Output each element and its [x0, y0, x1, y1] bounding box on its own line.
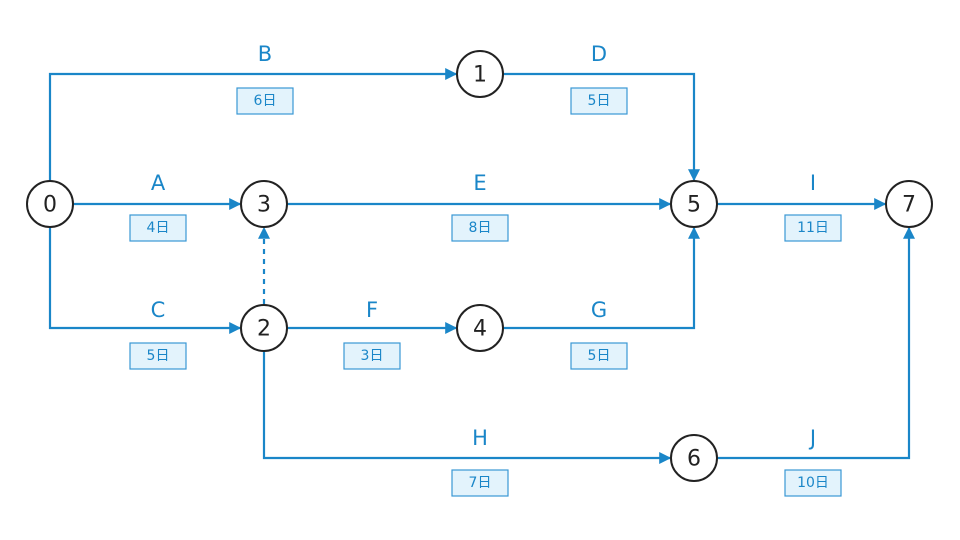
activity-label-C: C	[151, 298, 166, 322]
duration-label-C: 5日	[147, 348, 170, 364]
activity-label-G: G	[591, 298, 607, 322]
node-3: 3	[240, 180, 288, 228]
activity-label-H: H	[472, 426, 488, 450]
duration-box-C	[129, 342, 187, 370]
activity-label-A: A	[151, 171, 166, 195]
node-6-label: 6	[687, 447, 701, 472]
edge-C	[48, 227, 242, 334]
duration-box-G	[570, 342, 628, 370]
node-5-circle	[670, 180, 718, 228]
activity-label-E: E	[473, 171, 486, 195]
node-1: 1	[456, 50, 504, 98]
duration-label-J: 10日	[797, 475, 829, 491]
activity-label-J: J	[808, 426, 816, 450]
duration-label-G: 5日	[588, 348, 611, 364]
node-1-label: 1	[473, 63, 487, 88]
node-4-label: 4	[473, 317, 487, 342]
edge-G	[503, 226, 700, 330]
duration-box-A	[129, 214, 187, 242]
node-0-circle	[26, 180, 74, 228]
activity-label-D: D	[591, 42, 607, 66]
duration-label-B: 6日	[254, 93, 277, 109]
edge-D	[503, 72, 700, 182]
node-7-circle	[885, 180, 933, 228]
duration-label-F: 3日	[361, 348, 384, 364]
activity-label-F: F	[366, 298, 378, 322]
duration-box-H	[451, 469, 509, 497]
duration-box-I	[784, 214, 842, 242]
duration-label-H: 7日	[469, 475, 492, 491]
duration-box-B	[236, 87, 294, 115]
edge-B	[48, 68, 458, 181]
duration-label-I: 11日	[797, 220, 829, 236]
node-0-label: 0	[43, 193, 57, 218]
activity-label-I: I	[810, 171, 816, 195]
nodes: 0 1 2 3 4 5 6	[26, 50, 933, 482]
node-2-circle	[240, 304, 288, 352]
duration-box-E	[451, 214, 509, 242]
activity-label-B: B	[258, 42, 272, 66]
duration-label-D: 5日	[588, 93, 611, 109]
edge-H	[262, 351, 672, 464]
duration-box-J	[784, 469, 842, 497]
edges	[48, 68, 915, 464]
node-6: 6	[670, 434, 718, 482]
node-3-circle	[240, 180, 288, 228]
node-6-circle	[670, 434, 718, 482]
node-5-label: 5	[687, 193, 701, 218]
edge-J	[717, 226, 915, 460]
node-0: 0	[26, 180, 74, 228]
duration-label-A: 4日	[147, 220, 170, 236]
node-2: 2	[240, 304, 288, 352]
node-7: 7	[885, 180, 933, 228]
node-1-circle	[456, 50, 504, 98]
duration-label-E: 8日	[469, 220, 492, 236]
activity-labels: B 6日 D 5日 A 4日 E 8日 I 11日 C 5日 F	[129, 42, 842, 497]
node-2-label: 2	[257, 317, 271, 342]
node-3-label: 3	[257, 193, 271, 218]
duration-box-D	[570, 87, 628, 115]
node-4: 4	[456, 304, 504, 352]
node-5: 5	[670, 180, 718, 228]
duration-box-F	[343, 342, 401, 370]
node-4-circle	[456, 304, 504, 352]
node-7-label: 7	[902, 193, 916, 218]
